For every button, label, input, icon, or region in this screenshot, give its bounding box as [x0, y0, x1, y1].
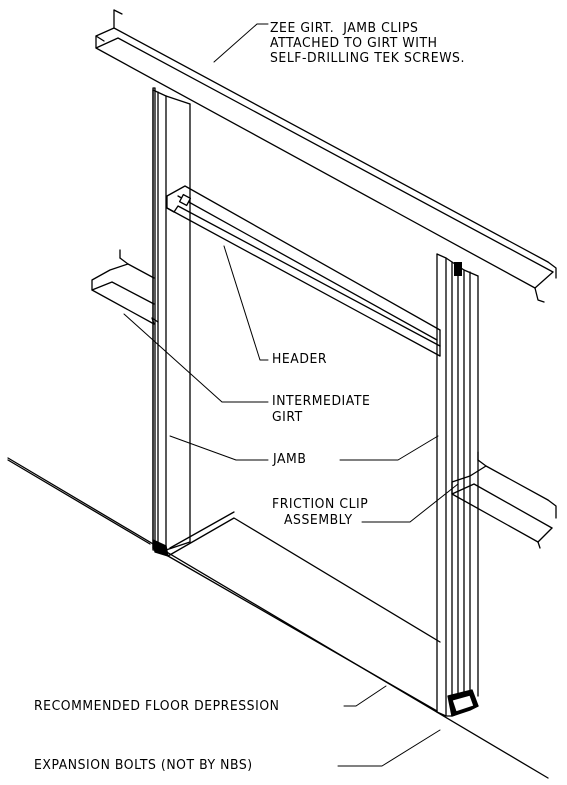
intermediate-girt-right: [451, 451, 557, 549]
zee-girt-label-line-2: ATTACHED TO GIRT WITH: [270, 35, 438, 51]
floor-depression: [167, 511, 441, 712]
intermediate-girt-label-line-1: INTERMEDIATE: [272, 393, 371, 409]
friction-clip-label-line-2: ASSEMBLY: [284, 512, 353, 528]
intermediate-girt: [91, 249, 159, 325]
leader-lines: [123, 23, 459, 767]
zee-girt: [95, 9, 557, 303]
floor-depression-label: RECOMMENDED FLOOR DEPRESSION: [34, 698, 280, 714]
jamb-label: JAMB: [273, 451, 307, 467]
intermediate-girt-label-line-2: GIRT: [272, 409, 303, 425]
zee-girt-label-line-3: SELF-DRILLING TEK SCREWS.: [270, 50, 465, 66]
header: [166, 185, 441, 357]
floor-slab: [7, 457, 549, 779]
header-label: HEADER: [272, 351, 328, 367]
zee-girt-label-line-1: ZEE GIRT. JAMB CLIPS: [270, 20, 419, 36]
friction-clip-label-line-1: FRICTION CLIP: [272, 496, 369, 512]
expansion-bolts-label: EXPANSION BOLTS (NOT BY NBS): [34, 757, 253, 773]
